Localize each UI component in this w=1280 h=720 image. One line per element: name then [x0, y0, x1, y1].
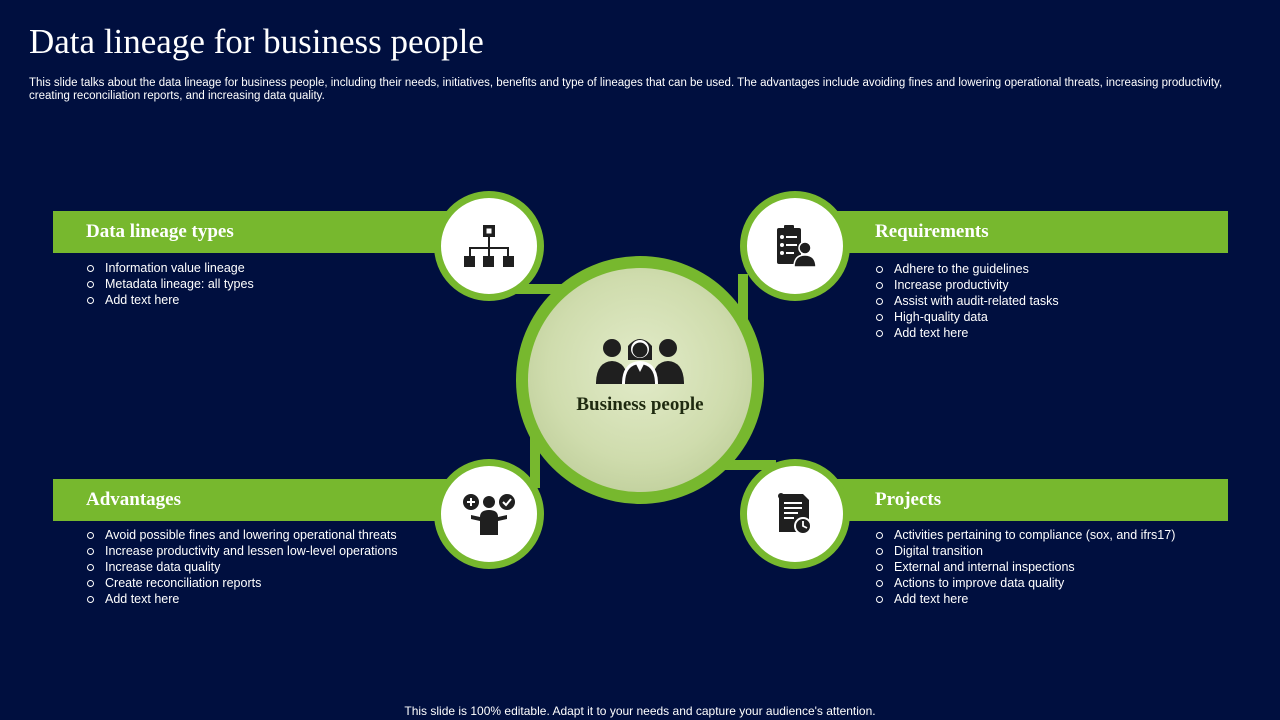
list-item: Increase data quality: [86, 559, 398, 575]
connector-top-right-v: [738, 274, 748, 336]
list-item: External and internal inspections: [875, 559, 1175, 575]
connector-bottom-left-v: [530, 424, 540, 488]
slide-subtitle: This slide talks about the data lineage …: [29, 77, 1223, 102]
list-item: Activities pertaining to compliance (sox…: [875, 527, 1175, 543]
list-item: Add text here: [875, 325, 1059, 341]
list-item: Increase productivity and lessen low-lev…: [86, 543, 398, 559]
requirements-icon-circle: [740, 191, 850, 301]
list-item: Actions to improve data quality: [875, 575, 1175, 591]
projects-label: Projects: [875, 489, 942, 510]
list-item: High-quality data: [875, 309, 1059, 325]
list-item: Add text here: [86, 292, 254, 308]
slide-title: Data lineage for business people: [29, 22, 484, 61]
list-item: Metadata lineage: all types: [86, 276, 254, 292]
types-label: Data lineage types: [86, 221, 234, 242]
list-item: Assist with audit-related tasks: [875, 293, 1059, 309]
requirements-band: Requirements: [812, 211, 1228, 253]
types-band: Data lineage types: [53, 211, 468, 253]
list-item: Increase productivity: [875, 277, 1059, 293]
business-people-icon: [596, 339, 684, 384]
list-item: Information value lineage: [86, 260, 254, 276]
advantages-list: Avoid possible fines and lowering operat…: [86, 527, 398, 607]
advantages-icon-circle: [434, 459, 544, 569]
advantages-label: Advantages: [86, 489, 182, 510]
list-item: Adhere to the guidelines: [875, 261, 1059, 277]
checklist-person-icon: [777, 225, 817, 268]
document-clock-icon: [778, 493, 812, 535]
projects-list: Activities pertaining to compliance (sox…: [875, 527, 1175, 607]
list-item: Create reconciliation reports: [86, 575, 398, 591]
list-item: Avoid possible fines and lowering operat…: [86, 527, 398, 543]
projects-icon-circle: [740, 459, 850, 569]
list-item: Add text here: [86, 591, 398, 607]
slide-footer: This slide is 100% editable. Adapt it to…: [404, 704, 876, 718]
types-list: Information value lineage Metadata linea…: [86, 260, 254, 308]
connector-bottom-right-h: [712, 460, 776, 470]
projects-band: Projects: [812, 479, 1228, 521]
hierarchy-icon: [464, 225, 514, 267]
advantages-band: Advantages: [53, 479, 468, 521]
types-icon-circle: [434, 191, 544, 301]
list-item: Add text here: [875, 591, 1175, 607]
center-photo: Business people: [528, 268, 752, 492]
center-label: Business people: [576, 394, 704, 415]
connector-top-left-h: [510, 284, 572, 294]
person-pros-cons-icon: [463, 494, 515, 535]
requirements-list: Adhere to the guidelines Increase produc…: [875, 261, 1059, 341]
list-item: Digital transition: [875, 543, 1175, 559]
requirements-label: Requirements: [875, 221, 989, 242]
